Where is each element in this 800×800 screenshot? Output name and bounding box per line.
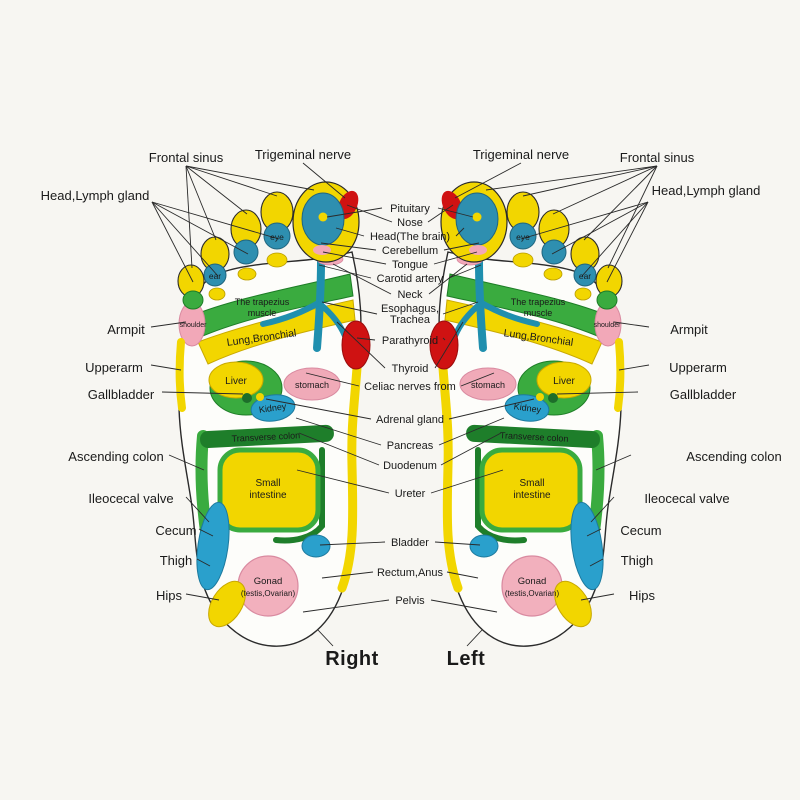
trapezius-label-1: The trapezius (235, 297, 290, 307)
gonad-label-1: Gonad (254, 576, 283, 587)
center-column-labels: Pituitary Nose Head(The brain) Cerebellu… (364, 203, 456, 607)
eye-label: eye (516, 232, 530, 242)
cecum-left-label: Cecum (155, 523, 196, 538)
thyroid-label: Thyroid (392, 363, 429, 375)
pituitary-label: Pituitary (390, 203, 430, 215)
ileocecal-valve-left-label: Ileocecal valve (88, 491, 173, 506)
ureter-label: Ureter (395, 488, 426, 500)
bladder-label: Bladder (391, 537, 429, 549)
celiac-nerves-label: Celiac nerves from (364, 381, 456, 393)
pelvis-label: Pelvis (395, 595, 425, 607)
frontal-sinus-right-label: Frontal sinus (620, 150, 695, 165)
neck-label: Neck (397, 289, 423, 301)
esophagus-label: Esophagus, (381, 303, 439, 315)
duodenum-label: Duodenum (383, 460, 437, 472)
transverse-colon-label: Transverse colon (231, 430, 300, 444)
cerebellum-label: Cerebellum (382, 245, 438, 257)
ascending-colon-left-label: Ascending colon (68, 449, 163, 464)
small-intestine-label-1: Small (519, 478, 544, 489)
ileocecal-valve-right-label: Ileocecal valve (644, 491, 729, 506)
rectum-anus-label: Rectum,Anus (377, 567, 444, 579)
gonad-label-2: (testis,Ovarian) (241, 589, 296, 598)
armpit-right-label: Armpit (670, 322, 708, 337)
shoulder-label: shoulder (180, 322, 208, 329)
kidney-label: Kidney (513, 401, 542, 415)
trapezius-label-2: muscle (524, 308, 553, 318)
ear-label: ear (209, 271, 221, 281)
leader-lines (150, 162, 658, 647)
trachea-label: Trachea (390, 314, 431, 326)
caption-left-foot: Left (447, 648, 486, 670)
right-column-labels: Head,Lymph gland Armpit Upperarm Gallbla… (620, 183, 781, 603)
trigeminal-nerve-left-label: Trigeminal nerve (255, 147, 351, 162)
pancreas-label: Pancreas (387, 440, 434, 452)
left-column-labels: Head,Lymph gland Armpit Upperarm Gallbla… (41, 188, 197, 603)
nose-label: Nose (397, 217, 423, 229)
armpit-left-label: Armpit (107, 322, 145, 337)
upperarm-right-label: Upperarm (669, 360, 727, 375)
hips-left-label: Hips (156, 588, 183, 603)
small-intestine-label-2: intestine (513, 490, 551, 501)
cecum-right-label: Cecum (620, 523, 661, 538)
stomach-label: stomach (295, 380, 329, 390)
foot-captions: Right Left (325, 648, 485, 670)
parathyroid-label: Parathyroid (382, 335, 438, 347)
transverse-colon-label: Transverse colon (500, 430, 569, 444)
ear-label: ear (579, 271, 591, 281)
hips-right-label: Hips (629, 588, 656, 603)
ascending-colon-right-label: Ascending colon (686, 449, 781, 464)
thigh-right-label: Thigh (621, 553, 654, 568)
small-intestine-label-2: intestine (249, 490, 287, 501)
head-brain-label: Head(The brain) (370, 231, 450, 243)
liver-label: Liver (225, 376, 247, 387)
thigh-left-label: Thigh (160, 553, 193, 568)
shoulder-label: shoulder (594, 322, 622, 329)
left-foot-zone-labels: eye ear shoulder The trapezius muscle Lu… (471, 232, 621, 598)
head-lymph-left-label: Head,Lymph gland (41, 188, 150, 203)
caption-right-foot: Right (325, 648, 379, 670)
trapezius-label-2: muscle (248, 308, 277, 318)
small-intestine-label-1: Small (255, 478, 280, 489)
tongue-label: Tongue (392, 259, 428, 271)
eye-label: eye (270, 232, 284, 242)
liver-label: Liver (553, 376, 575, 387)
stomach-label: stomach (471, 380, 505, 390)
adrenal-gland-label: Adrenal gland (376, 414, 444, 426)
gonad-label-1: Gonad (518, 576, 547, 587)
gallbladder-right-label: Gallbladder (670, 387, 737, 402)
frontal-sinus-left-label: Frontal sinus (149, 150, 224, 165)
top-labels: Frontal sinus Trigeminal nerve Trigemina… (149, 147, 695, 165)
trapezius-label-1: The trapezius (511, 297, 566, 307)
carotid-artery-label: Carotid artery (377, 273, 444, 285)
gonad-label-2: (testis,Ovarian) (505, 589, 560, 598)
trigeminal-nerve-right-label: Trigeminal nerve (473, 147, 569, 162)
kidney-label: Kidney (258, 401, 287, 415)
upperarm-left-label: Upperarm (85, 360, 143, 375)
head-lymph-right-label: Head,Lymph gland (652, 183, 761, 198)
gallbladder-left-label: Gallbladder (88, 387, 155, 402)
